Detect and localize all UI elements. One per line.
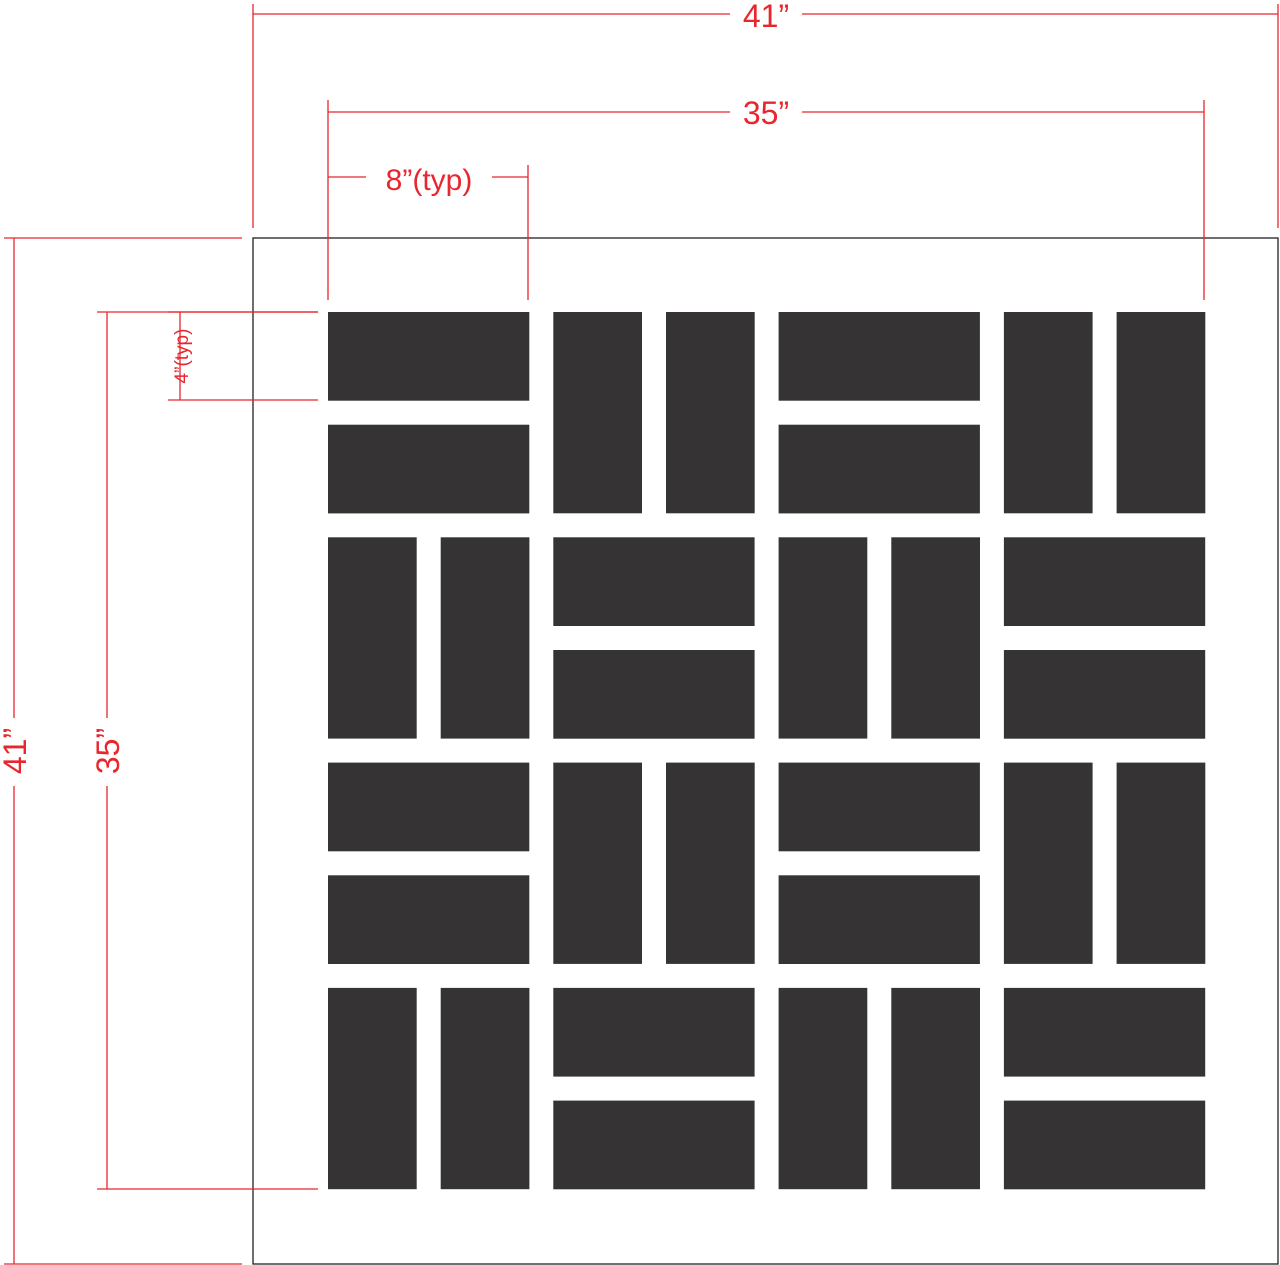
stencil-block-r3-c3-2: [778, 875, 980, 964]
stencil-block-r3-c4-2: [1116, 762, 1206, 964]
inner-width-label: 35”: [743, 95, 789, 131]
stencil-block-r1-c4-2: [1116, 312, 1206, 514]
stencil-block-r2-c4-2: [1003, 650, 1206, 739]
block-length-dimension: 8”(typ): [328, 164, 529, 300]
stencil-block-r3-c2-1: [553, 762, 642, 964]
block-width-label: 4”(typ): [172, 329, 193, 384]
stencil-block-r1-c1-1: [328, 312, 530, 401]
outer-width-label: 41”: [743, 0, 789, 34]
stencil-block-r3-c1-1: [328, 762, 530, 852]
stencil-block-r3-c4-1: [1003, 762, 1093, 964]
outer-width-dimension: 41”: [252, 0, 1279, 228]
stencil-block-r2-c2-1: [553, 537, 755, 626]
stencil-block-r2-c3-1: [778, 537, 868, 739]
stencil-block-r1-c1-2: [328, 424, 530, 514]
stencil-block-r4-c4-1: [1003, 987, 1206, 1077]
stencil-block-r4-c4-2: [1003, 1100, 1206, 1190]
stencil-block-r2-c1-1: [328, 537, 417, 739]
stencil-block-r3-c3-1: [778, 762, 980, 852]
stencil-block-r1-c3-2: [778, 424, 980, 514]
stencil-block-r4-c2-1: [553, 987, 755, 1077]
inner-width-dimension: 35”: [327, 95, 1205, 300]
outer-height-dimension: 41”: [0, 237, 242, 1265]
stencil-block-r4-c1-1: [328, 987, 417, 1190]
inner-height-label: 35”: [90, 728, 126, 774]
stencil-block-r4-c2-2: [553, 1100, 755, 1190]
stencil-block-r2-c1-2: [440, 537, 530, 739]
stencil-block-r3-c1-2: [328, 875, 530, 964]
stencil-block-r1-c2-2: [666, 312, 755, 514]
stencil-block-r4-c3-1: [778, 987, 868, 1190]
stencil-block-r3-c2-2: [666, 762, 755, 964]
block-length-label: 8”(typ): [386, 164, 473, 197]
outer-height-label: 41”: [0, 728, 33, 774]
stencil-block-r2-c3-2: [891, 537, 980, 739]
stencil-sheet-outline: [252, 237, 1279, 1265]
stencil-block-r4-c3-2: [891, 987, 980, 1190]
stencil-block-r1-c4-1: [1003, 312, 1093, 514]
stencil-block-r2-c4-1: [1003, 537, 1206, 626]
inner-height-dimension: 35”: [90, 311, 318, 1190]
stencil-block-r1-c2-1: [553, 312, 642, 514]
basket-weave-pattern: [328, 312, 1206, 1190]
stencil-block-r2-c2-2: [553, 650, 755, 739]
stencil-block-r4-c1-2: [440, 987, 530, 1190]
stencil-block-r1-c3-1: [778, 312, 980, 401]
